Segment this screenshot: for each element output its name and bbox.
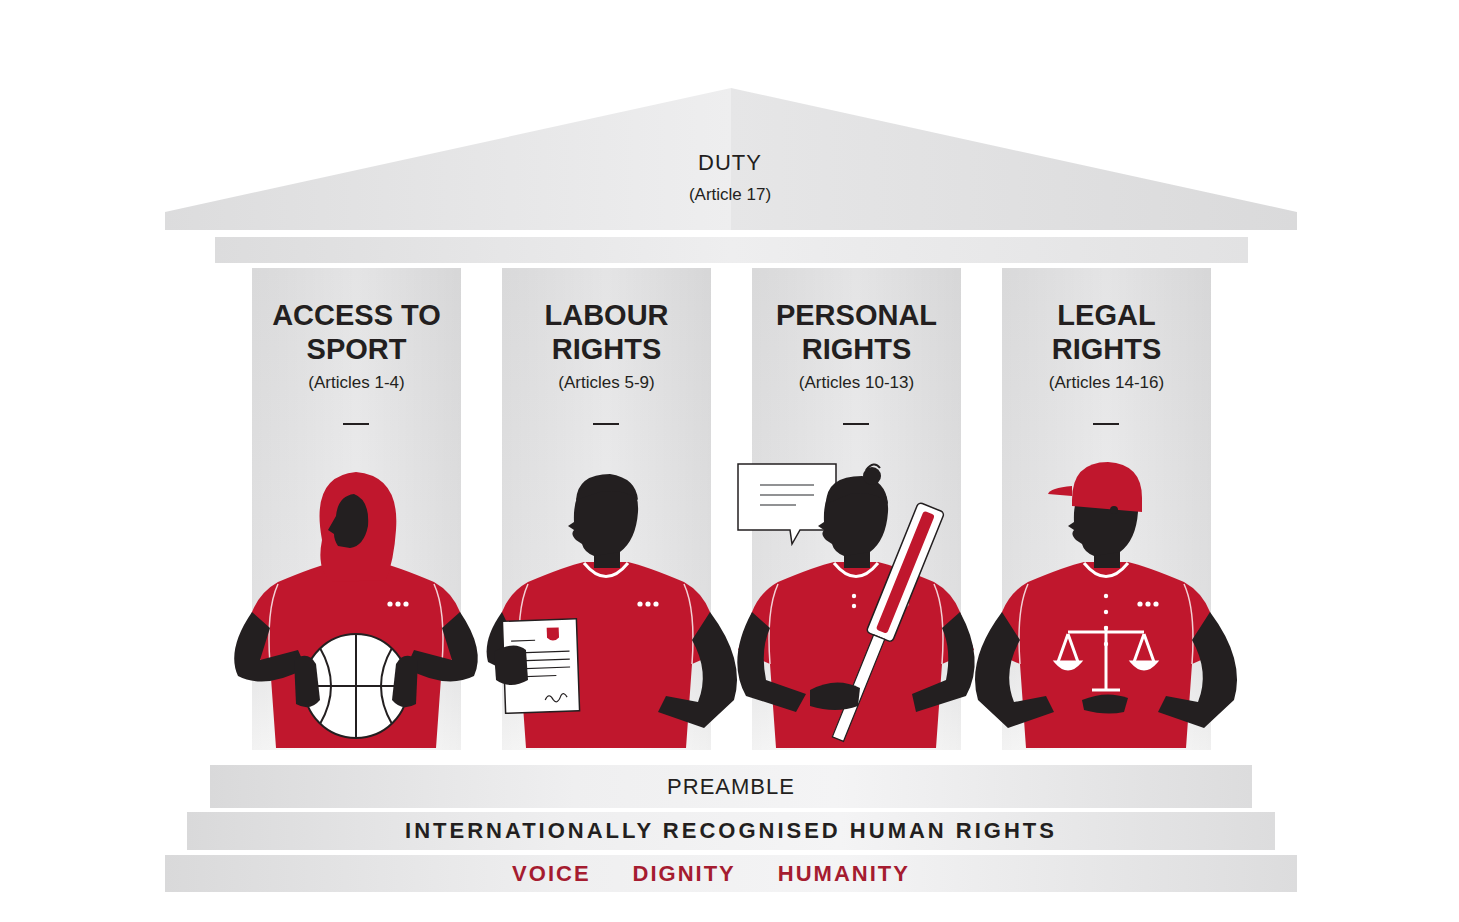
value-word: HUMANITY (778, 861, 910, 887)
athlete-basketball (234, 472, 478, 748)
speech-bubble (738, 464, 836, 544)
athlete-cricket (737, 464, 974, 748)
article-range: (Articles 1-4) (308, 372, 404, 394)
pillar: LEGAL RIGHTS (Articles 14-16) (1002, 298, 1211, 408)
roof-pediment: DUTY (Article 17) (440, 138, 1020, 216)
article-range: (Articles 14-16) (1049, 372, 1164, 394)
athlete-contract (487, 474, 737, 748)
athlete-justice (975, 462, 1237, 748)
roof (165, 88, 1297, 263)
pillar-title: LABOUR RIGHTS (512, 298, 702, 366)
pillar: LABOUR RIGHTS (Articles 5-9) (502, 298, 711, 408)
pillar: ACCESS TO SPORT (Articles 1-4) (252, 298, 461, 408)
pillar-title: LEGAL RIGHTS (1012, 298, 1202, 366)
base-step: VOICE DIGNITY HUMANITY (165, 855, 1297, 892)
pillar-title: ACCESS TO SPORT (262, 298, 452, 366)
pillar-title: DUTY (698, 150, 762, 176)
value-word: DIGNITY (633, 861, 736, 887)
article-range: (Articles 10-13) (799, 372, 914, 394)
pillar-title: PERSONAL RIGHTS (762, 298, 952, 366)
base-step: INTERNATIONALLY RECOGNISED HUMAN RIGHTS (187, 812, 1275, 850)
base-label: PREAMBLE (667, 774, 795, 800)
scales-symbol (1056, 626, 1156, 690)
base-label: INTERNATIONALLY RECOGNISED HUMAN RIGHTS (405, 818, 1057, 844)
value-word: VOICE (512, 861, 590, 887)
base-step: PREAMBLE (210, 765, 1252, 808)
article-range: (Article 17) (689, 184, 771, 206)
article-range: (Articles 5-9) (558, 372, 654, 394)
pillar: PERSONAL RIGHTS (Articles 10-13) (752, 298, 961, 408)
